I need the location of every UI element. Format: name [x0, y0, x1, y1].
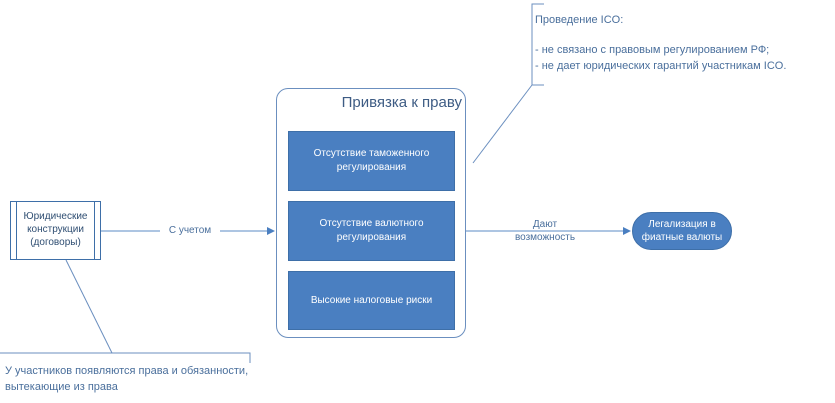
binding-item-currency: Отсутствие валютного регулирования: [288, 201, 455, 261]
legal-box-right-bar: [94, 202, 95, 259]
legal-constructions-label: Юридические конструкции (договоры): [23, 211, 88, 248]
legal-constructions-box: [10, 201, 101, 260]
edge-with-account-label: С учетом: [160, 225, 220, 236]
note-bottom-bracket: [0, 352, 251, 363]
legalization-node: Легализация в фиатные валюты: [632, 212, 732, 250]
callout-line-bottom: [65, 259, 113, 354]
edge-opportunity-label: Дают возможность: [514, 219, 576, 243]
callout-line-top: [472, 84, 533, 164]
note-top-bracket: [531, 3, 544, 86]
note-top-title: Проведение ICO:: [535, 14, 624, 26]
binding-item-tax: Высокие налоговые риски: [288, 271, 455, 330]
legal-box-left-bar: [16, 202, 17, 259]
note-top-line-2: - не дает юридических гарантий участника…: [535, 60, 787, 72]
binding-title: Привязка к праву: [341, 94, 462, 111]
binding-item-customs: Отсутствие таможенного регулирования: [288, 131, 455, 191]
note-bottom: У участников появляются права и обязанно…: [5, 365, 249, 393]
note-top: Проведение ICO: - не связано с правовым …: [535, 12, 835, 74]
note-top-line-1: - не связано с правовым регулированием Р…: [535, 44, 770, 56]
